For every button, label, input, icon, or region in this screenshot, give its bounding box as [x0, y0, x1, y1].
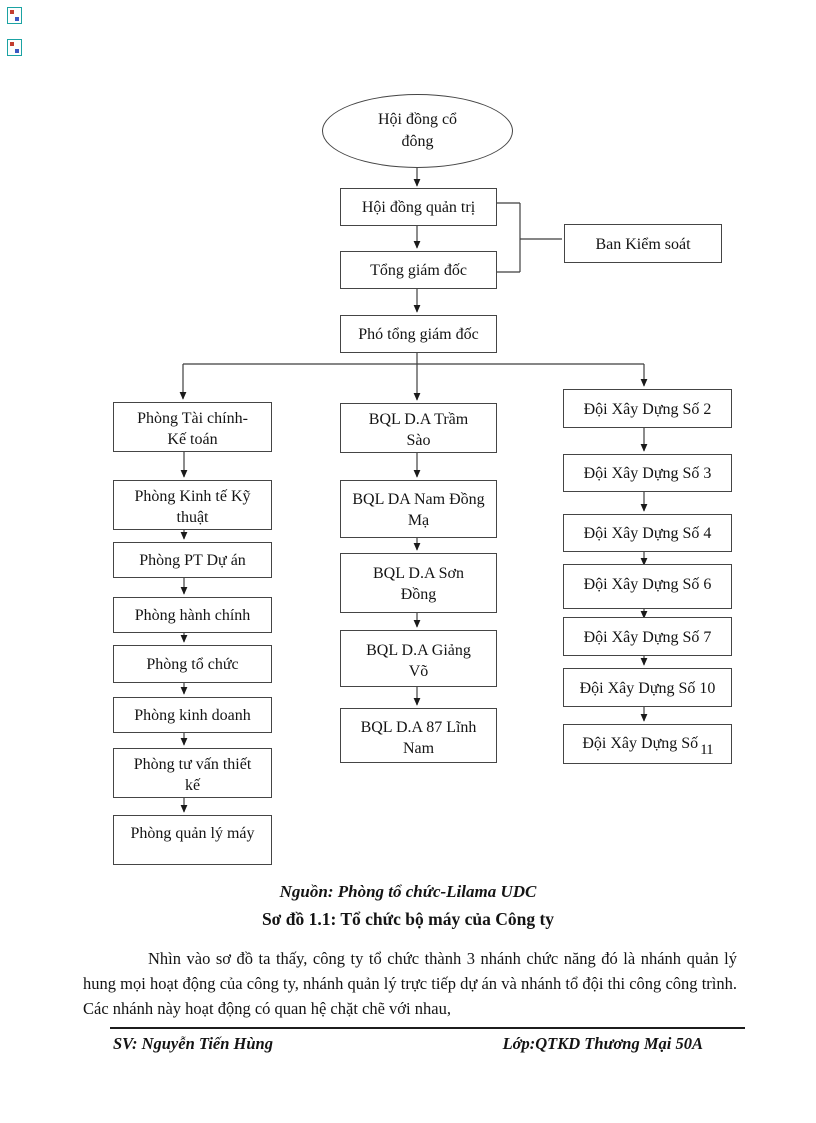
node-label: Đồng [400, 586, 437, 604]
node-label: Phòng PT Dự án [139, 552, 246, 569]
node-label: Võ [408, 663, 429, 681]
node-board-of-directors: Hội đồng quản trị [340, 188, 497, 226]
node-construction-team-4: Đội Xây Dựng Số 4 [563, 514, 732, 552]
node-administration-dept: Phòng hành chính [113, 597, 272, 633]
footer-rule [110, 1027, 745, 1029]
node-label: BQL D.A Sơn [373, 565, 464, 582]
node-design-consulting-dept: Phòng tư vấn thiết kế [113, 748, 272, 798]
node-label: Sào [406, 432, 431, 450]
node-label: Kế toán [167, 431, 218, 449]
node-pmb-giang-vo: BQL D.A Giảng Võ [340, 630, 497, 687]
node-label: Đội Xây Dựng Số 10 [579, 680, 716, 697]
node-label: Đội Xây Dựng Số 7 [583, 629, 712, 646]
node-label: BQL D.A Trầm [368, 411, 469, 428]
body-paragraph: Nhìn vào sơ đồ ta thấy, công ty tổ chức … [83, 949, 737, 1018]
image-placeholder-icon [7, 7, 22, 24]
node-label: BQL D.A 87 Lĩnh [360, 719, 477, 736]
node-construction-team-6: Đội Xây Dựng Số 6 [563, 564, 732, 609]
node-label: Hội đồng quản trị [361, 199, 476, 216]
node-label: Phòng Tài chính- [137, 410, 248, 427]
node-label: Phòng tổ chức [146, 656, 239, 673]
node-finance-accounting-dept: Phòng Tài chính- Kế toán [113, 402, 272, 452]
node-pmb-87-linh-nam: BQL D.A 87 Lĩnh Nam [340, 708, 497, 763]
node-label: Nam [402, 740, 435, 758]
node-general-director: Tổng giám đốc [340, 251, 497, 289]
node-supervisory-board: Ban Kiểm soát [564, 224, 722, 263]
node-pmb-nam-dong-ma: BQL DA Nam Đồng Mạ [340, 480, 497, 538]
node-label: Phòng kinh doanh [134, 707, 251, 724]
node-label: Phó tổng giám đốc [358, 326, 479, 343]
node-construction-team-2: Đội Xây Dựng Số 2 [563, 389, 732, 428]
node-pmb-tram-sao: BQL D.A Trầm Sào [340, 403, 497, 453]
diagram-source: Nguồn: Phòng tổ chức-Lilama UDC [279, 882, 537, 901]
node-deputy-general-director: Phó tổng giám đốc [340, 315, 497, 353]
node-machinery-management-dept: Phòng quản lý máy [113, 815, 272, 865]
diagram-caption: Nguồn: Phòng tổ chức-Lilama UDC Sơ đồ 1.… [80, 882, 736, 930]
node-label: Phòng Kinh tế Kỹ [134, 488, 251, 505]
node-project-development-dept: Phòng PT Dự án [113, 542, 272, 578]
node-construction-team-10: Đội Xây Dựng Số 10 [563, 668, 732, 707]
node-economics-engineering-dept: Phòng Kinh tế Kỹ thuật [113, 480, 272, 530]
node-organization-dept: Phòng tổ chức [113, 645, 272, 683]
node-pmb-son-dong: BQL D.A Sơn Đồng [340, 553, 497, 613]
node-label: Đội Xây Dựng Số [582, 735, 699, 752]
footer-student-name: SV: Nguyễn Tiến Hùng [113, 1034, 273, 1053]
node-label: Đội Xây Dựng Số 3 [583, 465, 712, 482]
node-label: Tổng giám đốc [370, 262, 467, 279]
node-label: Phòng quản lý máy [130, 825, 255, 842]
node-label: BQL D.A Giảng [366, 642, 471, 659]
node-business-dept: Phòng kinh doanh [113, 697, 272, 733]
node-label: Đội Xây Dựng Số 2 [583, 401, 712, 418]
node-label: Phòng hành chính [134, 607, 251, 624]
node-label: đông [401, 133, 434, 150]
node-label: Hội đồng cổ [377, 111, 458, 129]
node-label: kế [184, 777, 201, 795]
node-label: Ban Kiểm soát [595, 236, 691, 253]
node-construction-team-7: Đội Xây Dựng Số 7 [563, 617, 732, 656]
page-footer: SV: Nguyễn Tiến Hùng Lớp:QTKD Thương Mại… [113, 1034, 745, 1054]
node-label: Mạ [407, 512, 430, 530]
node-label: Đội Xây Dựng Số 4 [583, 525, 712, 542]
node-shareholders-meeting: Hội đồng cổ đông [322, 94, 513, 168]
subscript-11: 11 [700, 742, 713, 758]
node-label: thuật [176, 509, 209, 527]
diagram-title: Sơ đồ 1.1: Tổ chức bộ máy của Công ty [261, 909, 555, 929]
node-label: Phòng tư vấn thiết [133, 756, 252, 773]
image-placeholder-icon [7, 39, 22, 56]
node-label: BQL DA Nam Đồng [352, 491, 485, 508]
footer-class-name: Lớp:QTKD Thương Mại 50A [502, 1034, 703, 1053]
node-label: Đội Xây Dựng Số 6 [583, 576, 712, 593]
node-construction-team-3: Đội Xây Dựng Số 3 [563, 454, 732, 492]
